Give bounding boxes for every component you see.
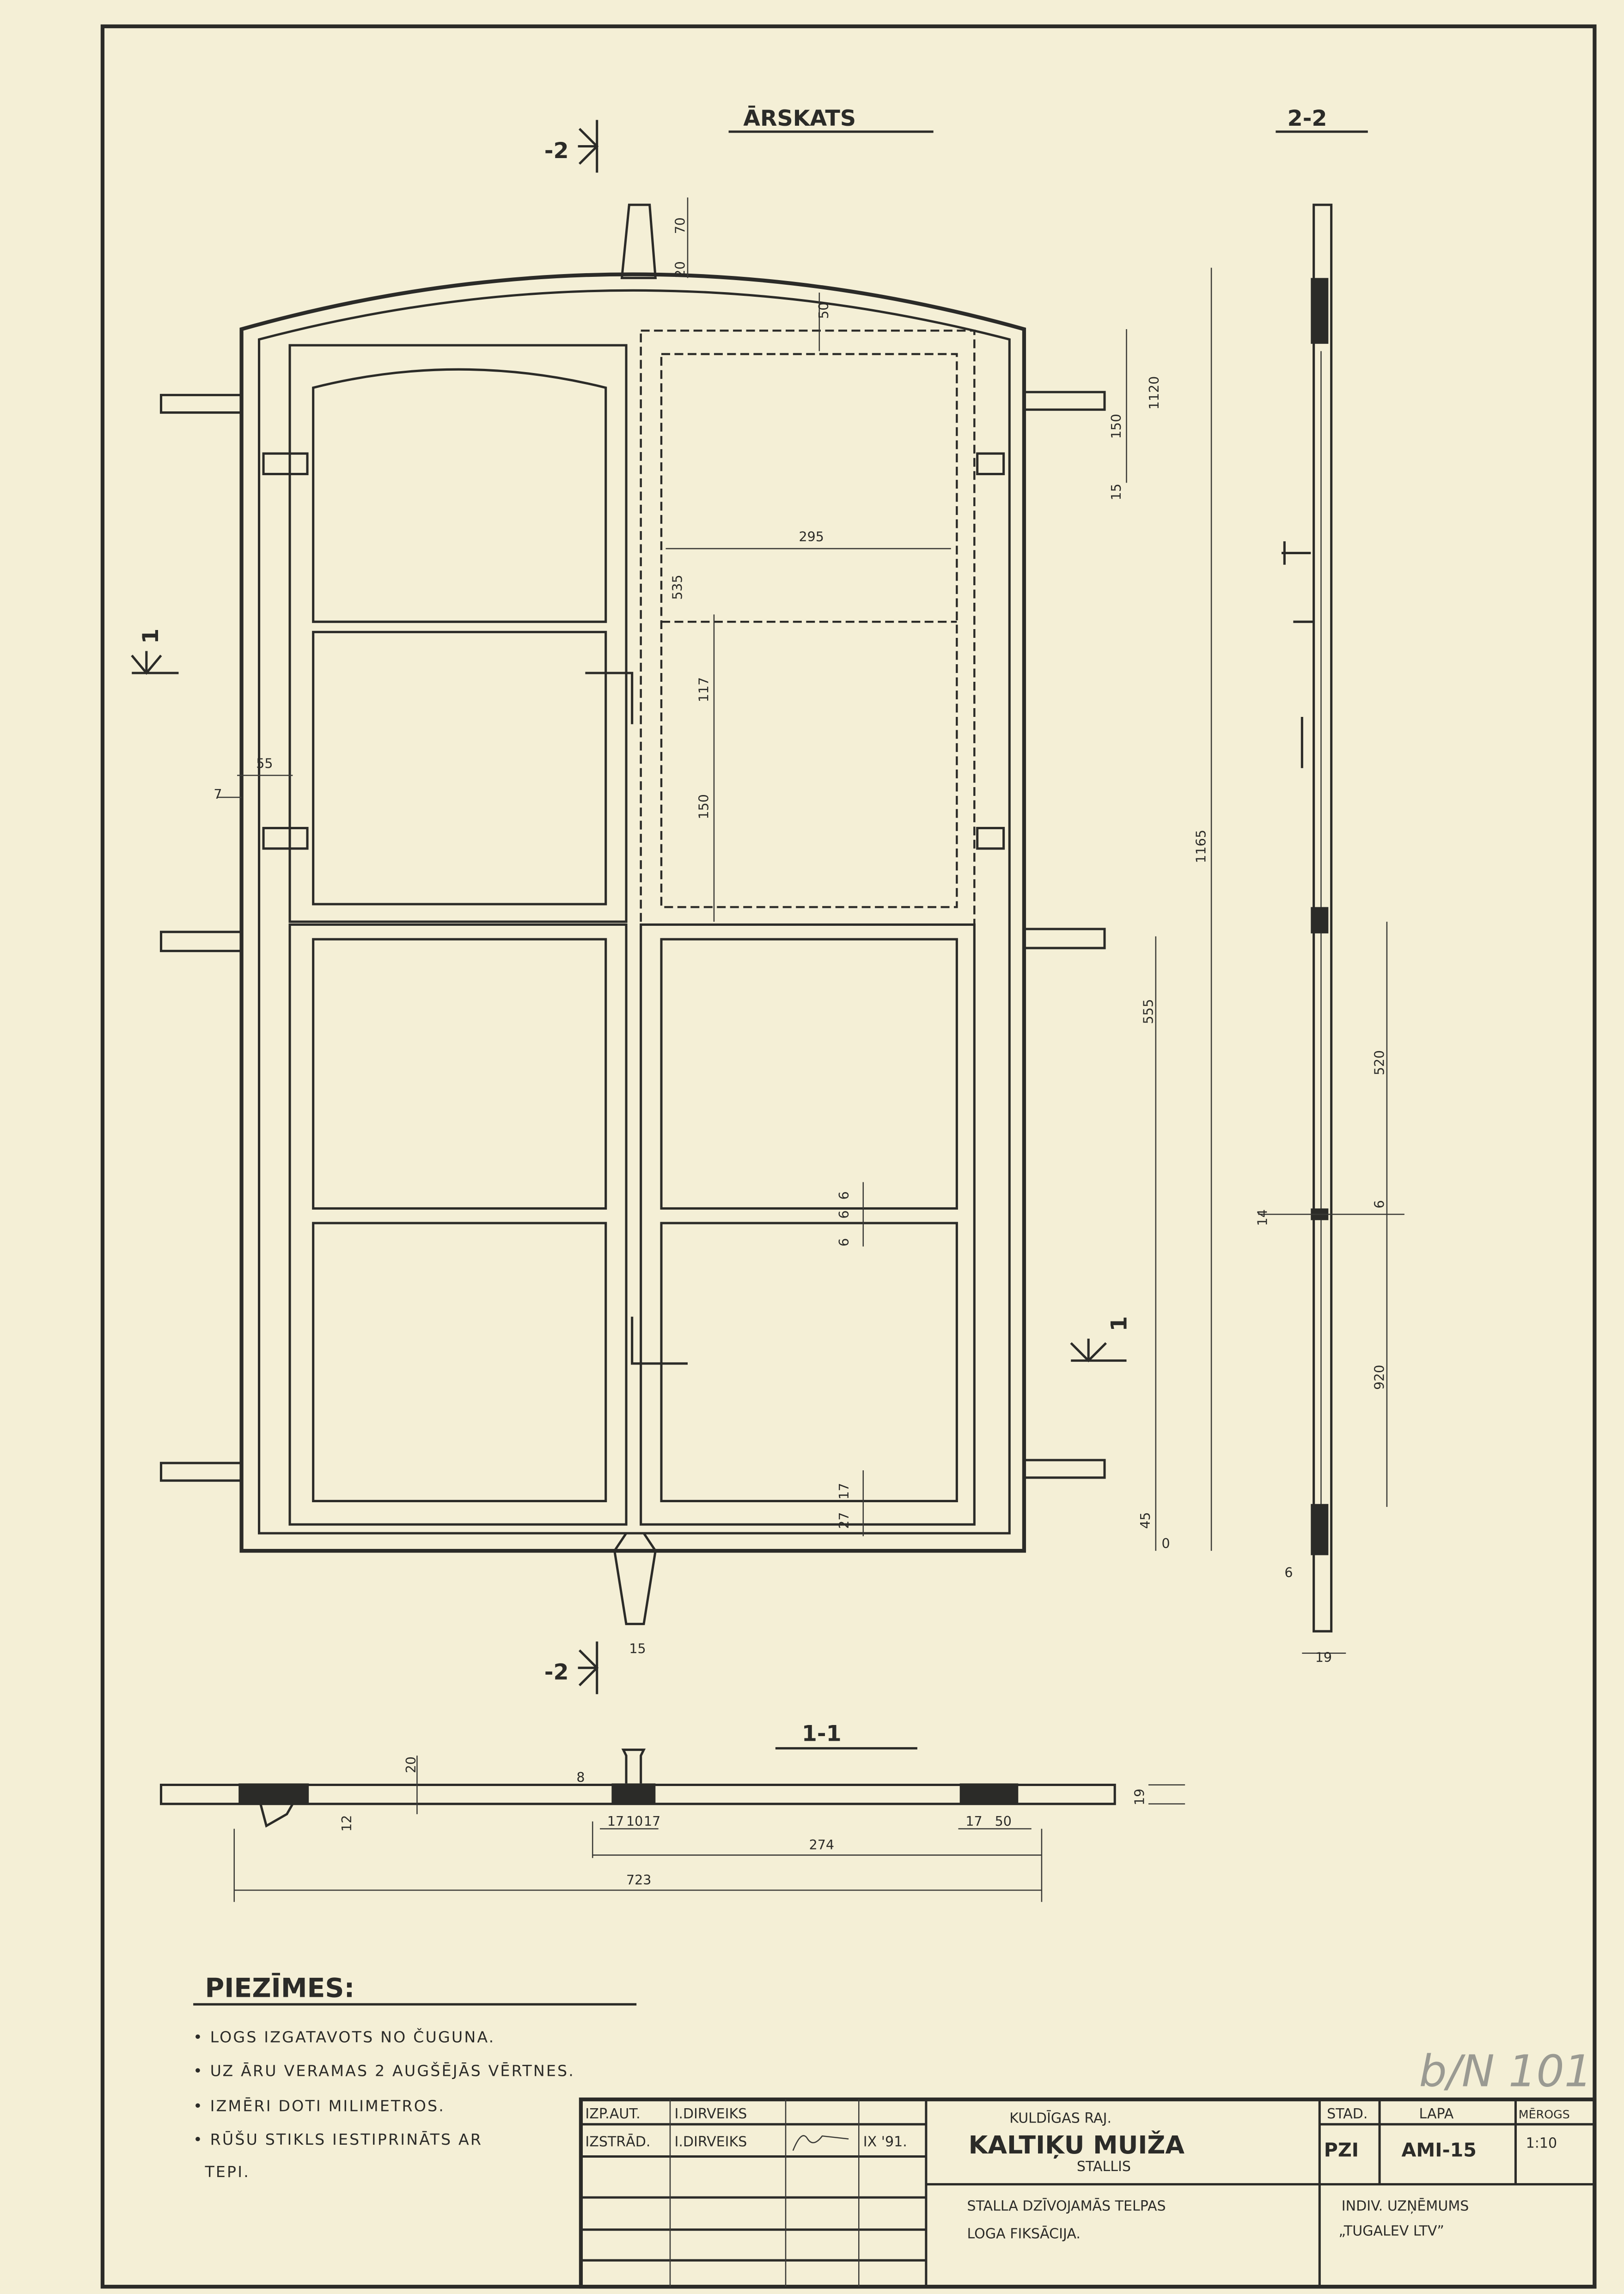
section-mark-2-bottom: -2 bbox=[544, 1660, 569, 1685]
dim-label: 274 bbox=[809, 1837, 834, 1853]
notes-title: PIEZĪMES: bbox=[205, 1972, 354, 2003]
project-name: KALTIĶU MUIŽA bbox=[969, 2130, 1185, 2159]
elevation-view: ĀRSKATS -2 -2 1 1 70 20 bbox=[131, 105, 1212, 1695]
dim-label: 19 bbox=[1315, 1650, 1332, 1665]
note-item: • LOGS IZGATAVOTS NO ČUGUNA. bbox=[193, 2028, 495, 2046]
dim-label: 6 bbox=[1372, 1200, 1387, 1208]
role-1: IZP.AUT. bbox=[585, 2106, 640, 2122]
dim-label: 150 bbox=[1109, 414, 1124, 439]
dim-label: 17 bbox=[607, 1814, 624, 1829]
dim-label: 535 bbox=[670, 575, 685, 599]
district: KULDĪGAS RAJ. bbox=[1009, 2110, 1111, 2127]
section-2-2-title: 2-2 bbox=[1288, 106, 1327, 131]
dim-label: 920 bbox=[1372, 1365, 1387, 1390]
section-mark-1-left: 1 bbox=[138, 629, 164, 644]
dim-label: 295 bbox=[799, 529, 824, 544]
dim-label: 7 bbox=[214, 787, 222, 802]
dim-label: 117 bbox=[696, 677, 711, 702]
dim-label: 50 bbox=[995, 1814, 1012, 1829]
dim-label: 6 bbox=[836, 1210, 852, 1218]
company-line-2: „TUGALEV LTV” bbox=[1338, 2223, 1444, 2239]
dim-label: 20 bbox=[403, 1756, 419, 1773]
dim-label: 15 bbox=[629, 1641, 646, 1657]
dim-label: 12 bbox=[339, 1815, 354, 1832]
sheet-value: AMI-15 bbox=[1402, 2139, 1477, 2161]
dim-label: 45 bbox=[1138, 1512, 1153, 1529]
stage-value: PZI bbox=[1324, 2139, 1359, 2161]
dim-label: 19 bbox=[1132, 1789, 1147, 1805]
company-line-1: INDIV. UZŅĒMUMS bbox=[1342, 2198, 1469, 2214]
dim-label: 17 bbox=[965, 1814, 982, 1829]
stage-label: STAD. bbox=[1327, 2106, 1368, 2122]
note-item: • RŪŠU STIKLS IESTIPRINĀTS AR bbox=[193, 2130, 482, 2148]
role-2: IZSTRĀD. bbox=[585, 2133, 650, 2150]
dim-label: 0 bbox=[1161, 1536, 1170, 1551]
notes-section: PIEZĪMES: • LOGS IZGATAVOTS NO ČUGUNA. •… bbox=[193, 1972, 637, 2181]
archive-mark: b/N 101 bbox=[1419, 2046, 1593, 2097]
section-1-1-title: 1-1 bbox=[802, 1721, 842, 1747]
section-mark-2-top: -2 bbox=[544, 138, 569, 164]
dim-label: 520 bbox=[1372, 1050, 1387, 1075]
dim-label: 6 bbox=[836, 1238, 852, 1247]
section-mark-1-right: 1 bbox=[1107, 1316, 1132, 1331]
building: STALLIS bbox=[1077, 2159, 1131, 2175]
note-item: TEPI. bbox=[204, 2163, 250, 2181]
dim-label: 1120 bbox=[1147, 376, 1162, 410]
dim-label: 723 bbox=[626, 1872, 651, 1888]
dim-label: 50 bbox=[816, 302, 831, 319]
dim-label: 55 bbox=[256, 756, 273, 771]
dim-label: 10 bbox=[626, 1814, 643, 1829]
scale-label: MĒROGS bbox=[1519, 2107, 1570, 2121]
dim-label: 8 bbox=[576, 1770, 585, 1785]
sheet-label: LAPA bbox=[1419, 2106, 1454, 2122]
drawing-title-line-2: LOGA FIKSĀCIJA. bbox=[967, 2226, 1081, 2242]
note-item: • IZMĒRI DOTI MILIMETROS. bbox=[193, 2097, 445, 2115]
date-2: IX '91. bbox=[863, 2134, 907, 2150]
title-block: IZP.AUT. I.DIRVEIKS IZSTRĀD. I.DIRVEIKS … bbox=[579, 2097, 1597, 2289]
dim-label: 70 bbox=[673, 217, 688, 234]
dim-label: 17 bbox=[836, 1483, 852, 1499]
drawing-title-line-1: STALLA DZĪVOJAMĀS TELPAS bbox=[967, 2198, 1166, 2214]
dim-label: 6 bbox=[1284, 1565, 1293, 1580]
elevation-title: ĀRSKATS bbox=[743, 105, 856, 131]
section-1-1-view: 1-1 20 12 8 17 10 17 17 50 274 723 19 bbox=[159, 1721, 1185, 1902]
scale-value: 1:10 bbox=[1526, 2135, 1557, 2151]
dim-label: 27 bbox=[836, 1512, 852, 1529]
dim-label: 150 bbox=[696, 794, 711, 819]
dim-label: 14 bbox=[1255, 1209, 1270, 1226]
dim-label: 555 bbox=[1141, 999, 1156, 1024]
dim-label: 6 bbox=[836, 1191, 852, 1199]
dim-label: 20 bbox=[673, 261, 688, 278]
note-item: • UZ ĀRU VERAMAS 2 AUGŠĒJĀS VĒRTNES. bbox=[193, 2061, 575, 2080]
section-2-2-view: 2-2 520 6 14 920 6 19 bbox=[1255, 106, 1404, 1665]
dim-label: 1165 bbox=[1193, 830, 1209, 863]
dim-label: 17 bbox=[644, 1814, 660, 1829]
name-1: I.DIRVEIKS bbox=[674, 2106, 747, 2122]
signature bbox=[792, 2135, 849, 2151]
dim-label: 15 bbox=[1109, 483, 1124, 500]
name-2: I.DIRVEIKS bbox=[674, 2134, 747, 2150]
